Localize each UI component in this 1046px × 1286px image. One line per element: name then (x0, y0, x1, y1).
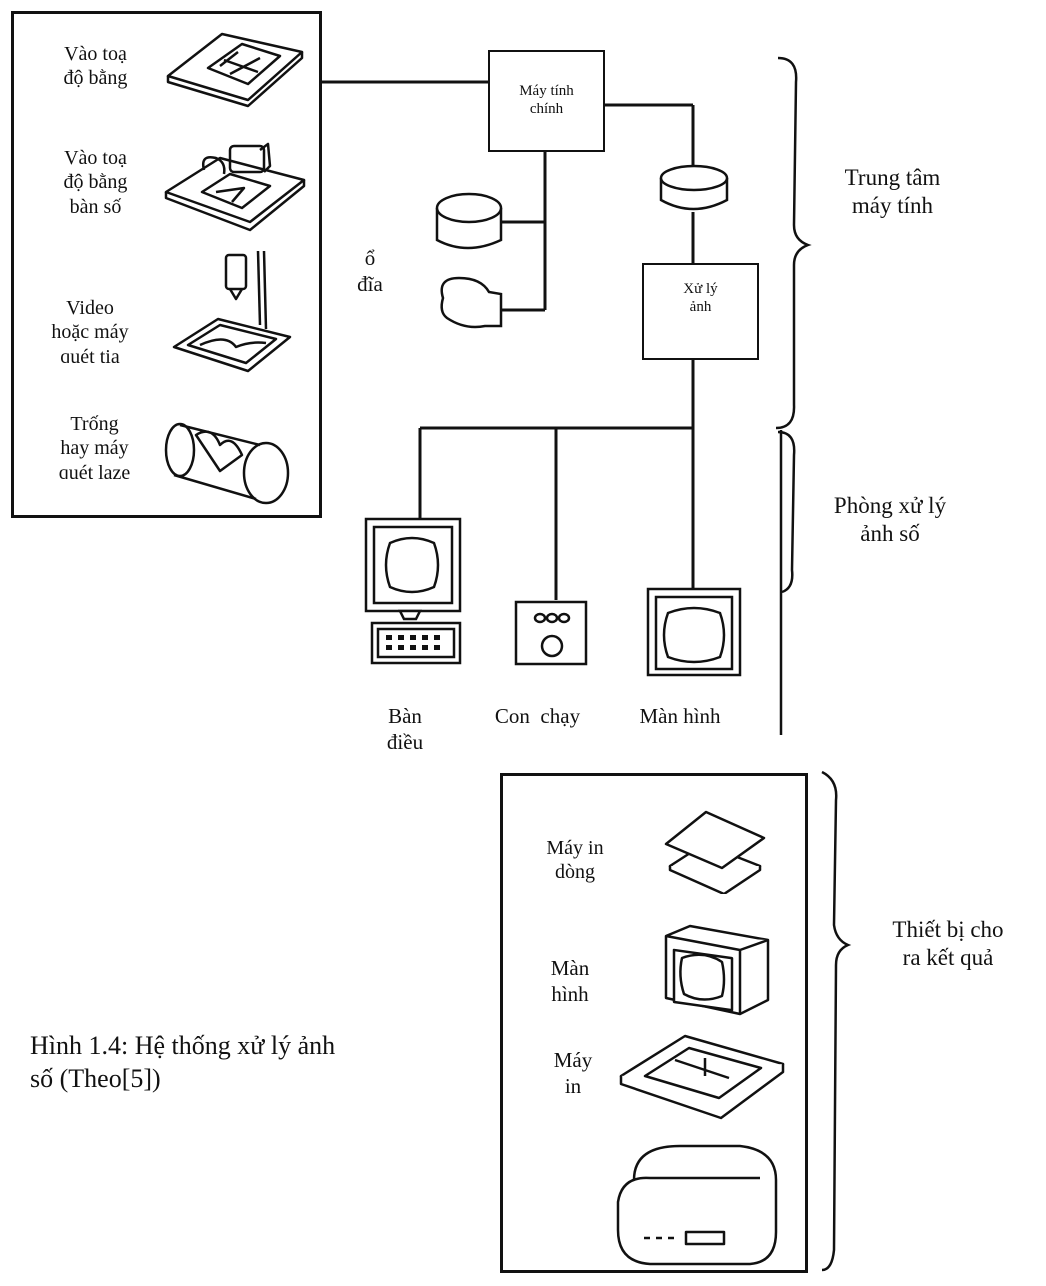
cursor-label: Con chạy (480, 704, 595, 730)
drum-laser-scanner-icon (160, 405, 295, 515)
input-label-3: Video hoặc máy quét tia (30, 296, 150, 363)
plotter-icon (615, 1030, 790, 1120)
cache-disk-icon (655, 160, 735, 220)
line-printer-icon (660, 804, 770, 894)
figure-caption: Hình 1.4: Hệ thống xử lý ảnh số (Theo[5]… (30, 1030, 335, 1095)
tablet-digitizer-icon (160, 28, 310, 108)
console-label: Bàn điều (375, 704, 435, 755)
monitor-icon (644, 585, 744, 677)
computer-center-label: Trung tâm máy tính (815, 164, 970, 220)
console-icon (360, 515, 470, 675)
main-computer-label: Máy tính chính (488, 82, 605, 119)
input-label-4: Trống hay máy quét laze (42, 412, 147, 479)
image-processor-label: Xử lý ảnh (642, 280, 759, 317)
cursor-puck-icon (512, 598, 592, 670)
tape-drive-icon (610, 1140, 780, 1270)
processing-room-label: Phòng xử lý ảnh số (810, 492, 970, 548)
output-label-3: Máy in (538, 1048, 608, 1099)
disk-label: ổ đĩa (340, 246, 400, 297)
input-label-1: Vào toạ độ bằng (48, 42, 143, 91)
input-label-2: Vào toạ độ bằng bàn số (48, 146, 143, 215)
output-label-1: Máy in dòng (525, 836, 625, 885)
video-scanner-icon (170, 245, 295, 375)
output-devices-label: Thiết bị cho ra kết quả (868, 916, 1028, 972)
output-label-2: Màn hình (530, 956, 610, 1007)
monitor-label: Màn hình (620, 704, 740, 730)
disk-drive-icon (425, 180, 510, 340)
digitizing-table-icon (160, 140, 310, 235)
display-monitor-icon (660, 920, 775, 1020)
